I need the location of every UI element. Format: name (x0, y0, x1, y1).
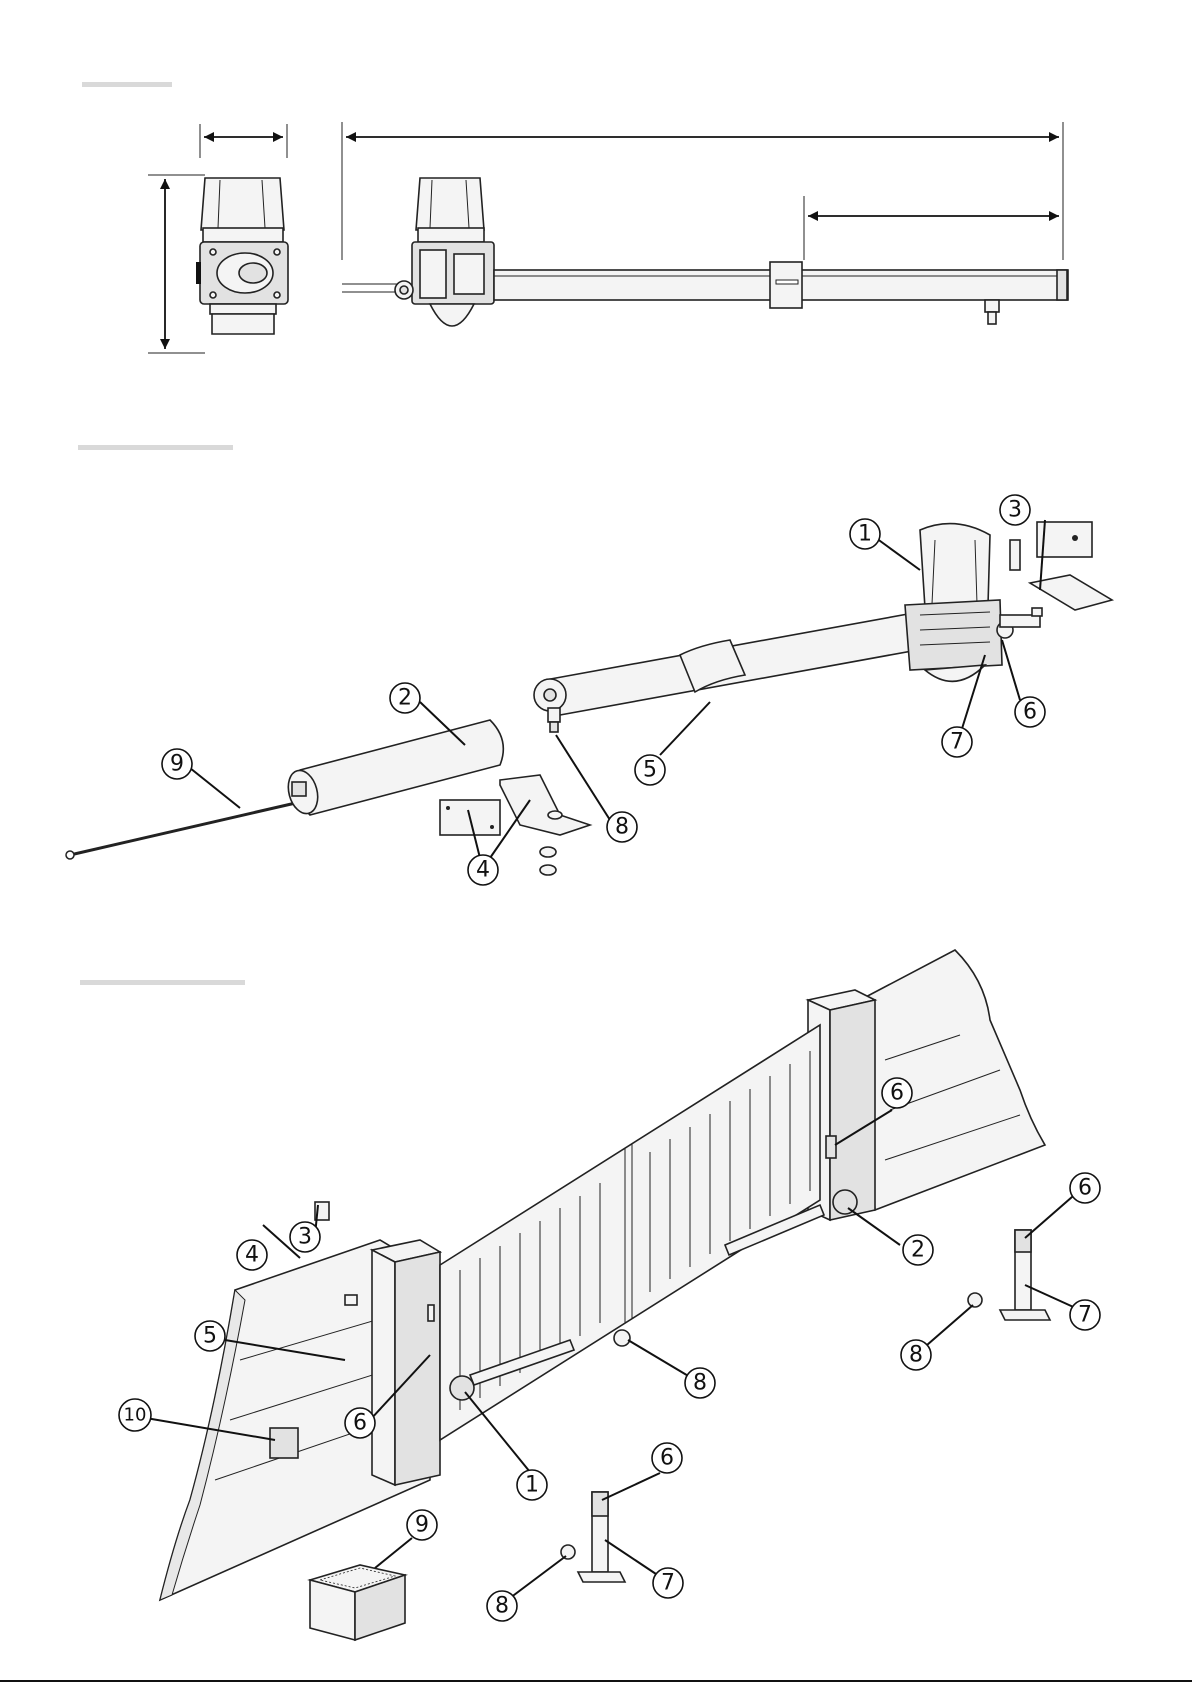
svg-text:3: 3 (298, 1225, 312, 1250)
svg-text:8: 8 (693, 1371, 707, 1396)
callout-9: 9 (162, 749, 192, 779)
operator-end-view (196, 178, 288, 334)
operator-side-view (342, 178, 1068, 326)
front-bracket (440, 775, 590, 875)
svg-text:3: 3 (1008, 498, 1022, 523)
svg-text:7: 7 (1078, 1303, 1092, 1328)
callout-8-left: 8 (487, 1591, 517, 1621)
callout-1: 1 (517, 1470, 547, 1500)
installation-drawing: 1 2 3 4 5 6 6 6 6 7 7 8 8 8 9 10 (0, 940, 1192, 1670)
svg-text:2: 2 (911, 1238, 925, 1263)
svg-text:5: 5 (643, 758, 657, 783)
svg-text:5: 5 (203, 1324, 217, 1349)
callout-1: 1 (850, 519, 880, 549)
actuator-arm (534, 610, 945, 732)
callout-7-post-right: 7 (1070, 1300, 1100, 1330)
junction-box (310, 1565, 405, 1640)
svg-text:8: 8 (495, 1594, 509, 1619)
callout-5: 5 (635, 755, 665, 785)
width-dimension-arrow (200, 124, 287, 158)
callout-8-gate: 8 (685, 1368, 715, 1398)
release-rod (66, 802, 300, 859)
svg-text:6: 6 (353, 1411, 367, 1436)
section-rule-dimensions (82, 82, 172, 87)
callout-10: 10 (119, 1399, 151, 1431)
svg-text:6: 6 (890, 1081, 904, 1106)
svg-text:9: 9 (170, 752, 184, 777)
svg-text:9: 9 (415, 1513, 429, 1538)
svg-text:4: 4 (476, 858, 490, 883)
callout-4: 4 (468, 855, 498, 885)
callout-7-post-left: 7 (653, 1568, 683, 1598)
svg-text:7: 7 (661, 1571, 675, 1596)
svg-text:1: 1 (858, 522, 872, 547)
right-wall (860, 950, 1045, 1210)
callout-6-post-left: 6 (652, 1443, 682, 1473)
callout-3: 3 (1000, 495, 1030, 525)
svg-text:6: 6 (660, 1446, 674, 1471)
callout-2: 2 (390, 683, 420, 713)
svg-text:8: 8 (615, 815, 629, 840)
svg-text:8: 8 (909, 1343, 923, 1368)
callout-6-post-right: 6 (1070, 1173, 1100, 1203)
footer-rule (0, 1680, 1192, 1682)
callout-8-right: 8 (901, 1340, 931, 1370)
callout-4: 4 (237, 1240, 267, 1270)
section-rule-components (78, 445, 233, 450)
callout-7: 7 (942, 727, 972, 757)
svg-text:6: 6 (1023, 700, 1037, 725)
svg-text:2: 2 (398, 686, 412, 711)
svg-text:4: 4 (245, 1243, 259, 1268)
callout-6: 6 (1015, 697, 1045, 727)
callout-8: 8 (607, 812, 637, 842)
svg-text:10: 10 (124, 1405, 147, 1426)
svg-text:7: 7 (950, 730, 964, 755)
callout-9: 9 (407, 1510, 437, 1540)
callout-6-wall: 6 (882, 1078, 912, 1108)
callout-3: 3 (290, 1222, 320, 1252)
svg-text:1: 1 (525, 1473, 539, 1498)
callout-5: 5 (195, 1321, 225, 1351)
callout-6-pillar: 6 (345, 1408, 375, 1438)
components-drawing: 1 2 3 4 5 6 7 8 9 (0, 480, 1192, 900)
rear-bracket (1010, 522, 1112, 616)
callout-2: 2 (903, 1235, 933, 1265)
left-pillar (372, 1240, 440, 1485)
dimension-drawing (0, 110, 1192, 370)
svg-text:6: 6 (1078, 1176, 1092, 1201)
